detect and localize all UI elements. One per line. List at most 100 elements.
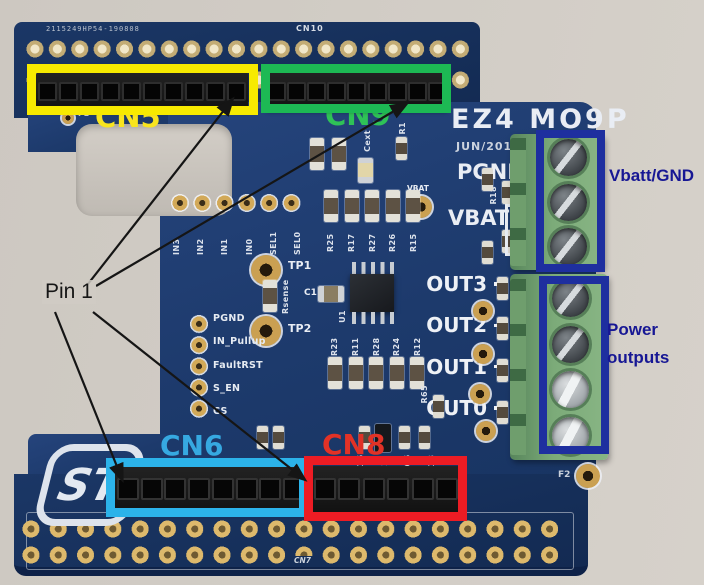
resistor — [497, 401, 508, 424]
vbatt-gnd-label: Vbatt/GND — [609, 166, 694, 185]
resistor-row-top-labels-item: R26 — [388, 233, 398, 253]
resistor — [310, 138, 324, 170]
resistor — [257, 426, 268, 449]
out-labels-item: OUT1 — [426, 355, 506, 379]
cext-capacitor — [358, 158, 373, 183]
input-pads — [170, 193, 304, 213]
resistor — [324, 190, 338, 222]
header-socket — [59, 81, 78, 101]
rsense-label: Rsense — [281, 279, 290, 314]
out-pad — [473, 301, 493, 321]
control-pin-labels-item: PGND — [213, 313, 245, 324]
resistor — [497, 359, 508, 382]
f2-label: F2 — [558, 470, 571, 480]
resistor — [482, 241, 493, 264]
resistor-row-mid-labels-item: R23 — [330, 337, 339, 357]
rsense-resistor — [263, 280, 277, 312]
resistor-row-top-labels-item: R17 — [346, 233, 356, 253]
vbat-testpoint-label: VBAT — [407, 184, 429, 193]
resistor — [497, 277, 508, 300]
screw-terminal-outputs — [510, 274, 608, 460]
resistor — [359, 426, 370, 449]
control-pin-labels-item: IN_Pullup — [213, 336, 266, 348]
header-socket — [387, 81, 407, 101]
resistor — [419, 426, 430, 449]
out-pad — [470, 384, 490, 404]
resistor — [332, 138, 346, 170]
resistor-row-mid-labels-item: R28 — [371, 337, 381, 357]
c1-label: C1 — [304, 288, 317, 298]
out-labels-item: OUT3 — [426, 272, 506, 296]
header-socket — [227, 81, 246, 101]
r1-label: R1 — [398, 122, 407, 135]
resistor — [389, 357, 404, 389]
resistor — [344, 190, 359, 222]
resistor-row-mid-labels-item: R24 — [392, 337, 402, 357]
header-socket — [367, 81, 387, 101]
terminal-screw — [550, 183, 587, 221]
cn9-callout-frame — [261, 64, 451, 113]
cext-label: Cext — [363, 130, 372, 152]
input-pin-labels-item: SEL1 — [268, 231, 278, 256]
c1-capacitor — [318, 286, 344, 302]
resistor-row-top-labels-item: R15 — [409, 233, 418, 253]
control-pin-labels-item: CS — [213, 406, 228, 417]
terminal-screw — [550, 139, 587, 176]
terminal-screw — [550, 228, 587, 265]
header-socket — [313, 478, 336, 500]
cn8-callout-frame — [304, 456, 467, 521]
header-socket — [307, 81, 327, 101]
resistor-row-mid-labels-item: R11 — [350, 337, 360, 357]
vbat-label: VBAT — [448, 206, 510, 230]
f1-pad — [62, 112, 74, 124]
terminal-screw — [552, 280, 589, 317]
d1-diode — [375, 424, 391, 452]
terminal-slots — [510, 279, 526, 455]
control-pin-labels-item: S_EN — [213, 382, 241, 394]
u1-pins-top — [352, 262, 394, 274]
top-board-connector-label: CN10 — [296, 24, 324, 33]
resistor — [385, 190, 400, 222]
pin1-label: Pin 1 — [42, 280, 96, 304]
header-socket — [38, 81, 57, 101]
u1-pins-bottom — [352, 312, 394, 324]
header-socket — [387, 478, 410, 500]
terminal-screw — [552, 325, 589, 363]
resistor — [433, 395, 444, 418]
input-pin-labels-item: IN1 — [220, 238, 230, 255]
resistor — [365, 190, 379, 222]
cn8-silk-label: CN8 — [322, 428, 386, 461]
input-pin-labels-item: SEL0 — [292, 231, 302, 256]
header-socket — [407, 81, 427, 101]
input-pin-labels-item: IN3 — [172, 238, 181, 255]
out-pad — [476, 421, 496, 441]
cn6-callout-frame — [106, 458, 308, 517]
resistor — [482, 168, 493, 191]
header-socket — [327, 81, 347, 101]
cn8-header — [311, 466, 461, 512]
resistor-row-top — [324, 190, 420, 222]
resistor — [273, 426, 284, 449]
control-pads — [189, 314, 209, 420]
u1-label: U1 — [338, 310, 347, 323]
header-socket — [338, 478, 361, 500]
resistor — [406, 190, 420, 222]
resistor — [348, 357, 363, 389]
out-labels-item: OUT2 — [426, 313, 506, 337]
resistor — [399, 426, 410, 449]
board-date: JUN/2019 — [456, 140, 521, 153]
r65-label: R65 — [420, 385, 429, 404]
resistor — [328, 357, 342, 389]
vbatt-terminal-frame — [536, 130, 605, 272]
tp2-label: TP2 — [288, 322, 312, 335]
input-pin-labels-item: IN2 — [196, 238, 206, 255]
u1-chip — [350, 274, 394, 312]
terminal-screw — [552, 371, 589, 409]
resistor — [502, 181, 513, 204]
power-outputs-label: Power outputs — [607, 320, 670, 367]
bottom-board-connector-label: CN7 — [290, 556, 315, 565]
